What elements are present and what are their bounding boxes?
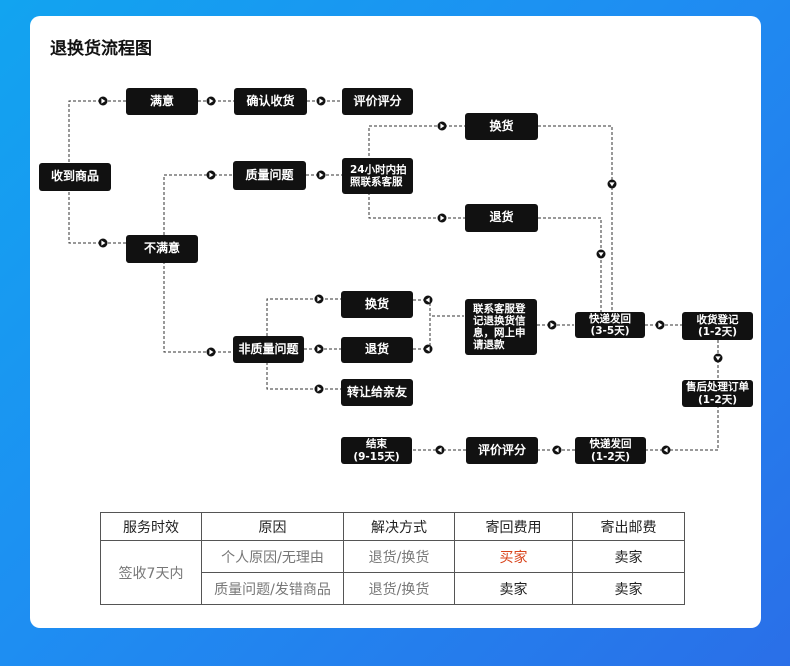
flow-card: 退换货流程图 [30, 16, 761, 628]
node-satisfied: 满意 [126, 88, 198, 115]
node-unsatisfied: 不满意 [126, 235, 198, 263]
table-header-row: 服务时效 原因 解决方式 寄回费用 寄出邮费 [100, 512, 685, 541]
cell-ship-fee: 卖家 [572, 572, 685, 605]
node-end: 结束 (9-15天) [341, 437, 412, 464]
node-return-mid: 退货 [341, 337, 413, 363]
cell-ship-fee: 卖家 [572, 540, 685, 573]
page-title: 退换货流程图 [50, 39, 152, 59]
cell-reason: 个人原因/无理由 [201, 540, 344, 573]
cell-return-fee: 买家 [454, 540, 573, 573]
node-ship-return: 快递发回 (1-2天) [575, 437, 646, 464]
table-row: 签收7天内 个人原因/无理由 退货/换货 买家 卖家 [100, 540, 685, 605]
node-confirm-receipt: 确认收货 [234, 88, 307, 115]
header-solution: 解决方式 [343, 512, 455, 541]
node-rate-top: 评价评分 [342, 88, 413, 115]
node-return-top: 退货 [465, 204, 538, 232]
node-gift-to-relative: 转让给亲友 [341, 379, 413, 406]
node-exchange-top: 换货 [465, 113, 538, 140]
node-receive-register: 收货登记 (1-2天) [682, 312, 753, 340]
header-ship-fee: 寄出邮费 [572, 512, 685, 541]
node-rate-bottom: 评价评分 [466, 437, 538, 464]
node-contact-24h: 24小时内拍照联系客服 [342, 158, 413, 194]
cell-reason: 质量问题/发错商品 [201, 572, 344, 605]
fee-table: 服务时效 原因 解决方式 寄回费用 寄出邮费 签收7天内 个人原因/无理由 退货… [100, 512, 685, 605]
flow-connectors [68, 96, 723, 455]
node-quality-issue: 质量问题 [233, 161, 306, 190]
cell-solution: 退货/换货 [343, 540, 455, 573]
cell-return-fee: 卖家 [454, 572, 573, 605]
table-row: 质量问题/发错商品 退货/换货 卖家 卖家 [101, 572, 685, 605]
cell-solution: 退货/换货 [343, 572, 455, 605]
node-contact-register: 联系客服登记退换货信息，网上申请退款 [465, 299, 537, 355]
node-ship-back: 快递发回 (3-5天) [575, 312, 645, 338]
node-received: 收到商品 [39, 163, 111, 191]
node-non-quality-issue: 非质量问题 [233, 336, 304, 363]
node-aftersale-order: 售后处理订单 (1-2天) [682, 380, 753, 407]
header-reason: 原因 [201, 512, 344, 541]
header-period: 服务时效 [100, 512, 202, 541]
cell-period: 签收7天内 [100, 540, 202, 605]
node-exchange-mid: 换货 [341, 291, 413, 318]
header-return-fee: 寄回费用 [454, 512, 573, 541]
